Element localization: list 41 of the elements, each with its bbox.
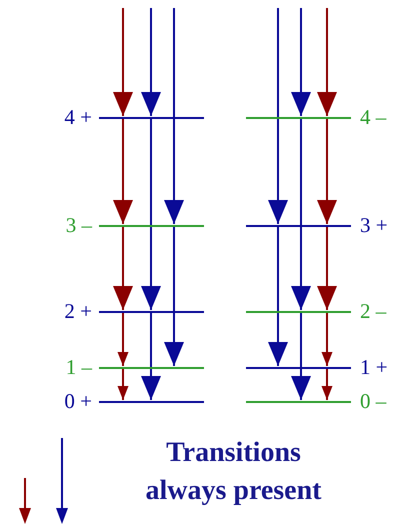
energy-level-line: [99, 225, 204, 227]
transition-arrow: [141, 313, 161, 400]
energy-level-line: [246, 367, 351, 369]
legend-text: Transitions always present: [144, 436, 323, 508]
level-label: 3 –: [66, 215, 92, 236]
transition-arrow: [113, 8, 133, 116]
transition-arrow: [322, 369, 332, 400]
level-label: 1 +: [360, 357, 388, 378]
energy-level-line: [246, 117, 351, 119]
level-label: 2 –: [360, 301, 386, 322]
level-label: 1 –: [66, 357, 92, 378]
transition-arrow: [291, 119, 311, 310]
level-label: 0 –: [360, 391, 386, 412]
energy-level-line: [246, 225, 351, 227]
energy-level-line: [246, 401, 351, 403]
transition-arrow: [268, 8, 288, 224]
transition-arrow: [317, 8, 337, 116]
level-label: 4 +: [64, 107, 92, 128]
transition-arrow: [291, 313, 311, 400]
energy-level-line: [99, 311, 204, 313]
level-label: 2 +: [64, 301, 92, 322]
transition-arrow: [118, 369, 128, 400]
transition-arrow: [113, 227, 133, 310]
transition-arrow: [268, 227, 288, 366]
energy-level-line: [99, 401, 204, 403]
energy-level-line: [246, 311, 351, 313]
transition-arrow: [113, 119, 133, 224]
transition-arrow: [322, 313, 332, 366]
transition-arrow: [317, 119, 337, 224]
level-label: 3 +: [360, 215, 388, 236]
transition-arrow: [164, 227, 184, 366]
level-label: 0 +: [64, 391, 92, 412]
level-label: 4 –: [360, 107, 386, 128]
transition-arrow: [317, 227, 337, 310]
transition-arrow: [164, 8, 184, 224]
transition-arrow: [141, 8, 161, 116]
transition-arrow: [291, 8, 311, 116]
transition-arrow: [118, 313, 128, 366]
energy-level-line: [99, 117, 204, 119]
transition-arrow: [141, 119, 161, 310]
energy-level-line: [99, 367, 204, 369]
